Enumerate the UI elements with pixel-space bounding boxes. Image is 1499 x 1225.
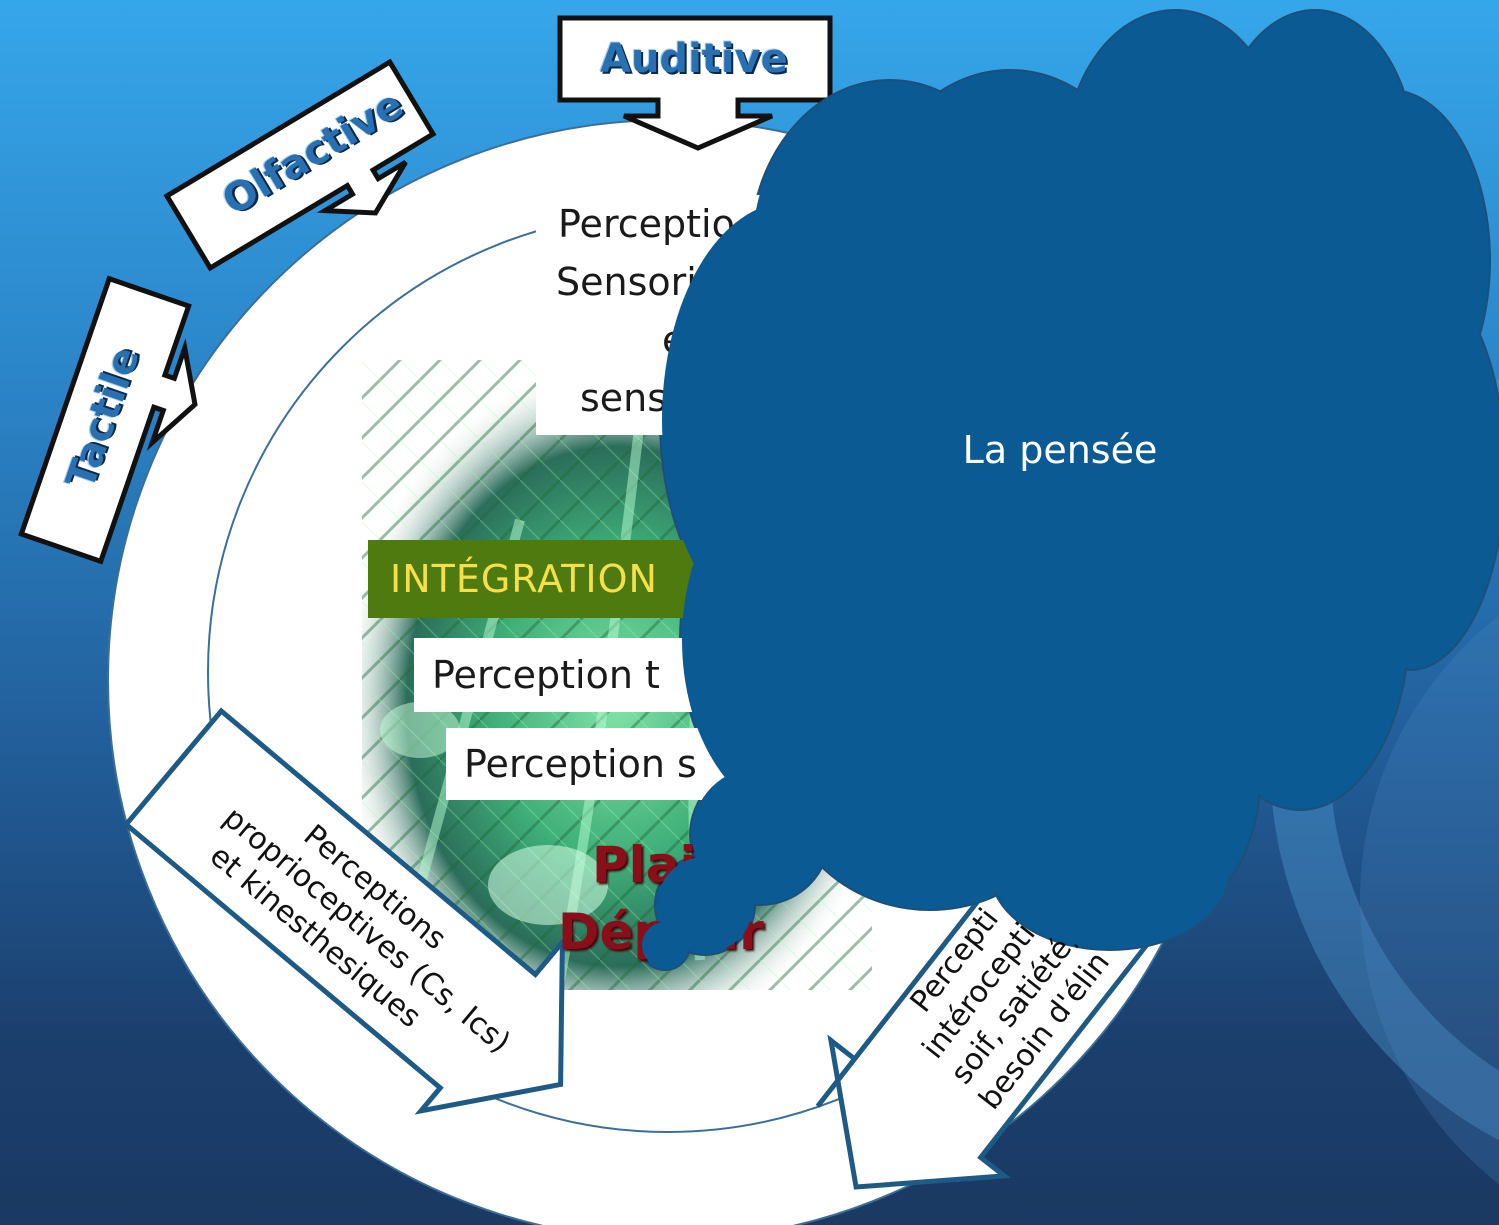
percsens-line-2: Sensoriel (556, 260, 731, 304)
deplaisir-label-start: Dép (558, 903, 670, 961)
percsens-line-4: sens (580, 376, 668, 420)
percsens-line-1: Perceptio (558, 202, 735, 246)
perception-sensorielle-box: Perceptio Sensoriel et sens (536, 195, 776, 435)
integration-banner: INTÉGRATION (368, 540, 708, 618)
plaisir-label: Plai (592, 836, 697, 894)
percsens-line-3: et (662, 318, 701, 362)
olfactive-arrow (163, 58, 437, 272)
auditive-label: Auditive (600, 36, 788, 82)
perception-line-2: Perception s (446, 728, 782, 800)
proprio-arrow (122, 707, 565, 1115)
perception-line-1: Perception t (414, 638, 750, 712)
deplaisir-label-end: ir (722, 903, 764, 961)
thought-text: La pensée (962, 428, 1158, 472)
tactile-arrow (18, 275, 198, 565)
